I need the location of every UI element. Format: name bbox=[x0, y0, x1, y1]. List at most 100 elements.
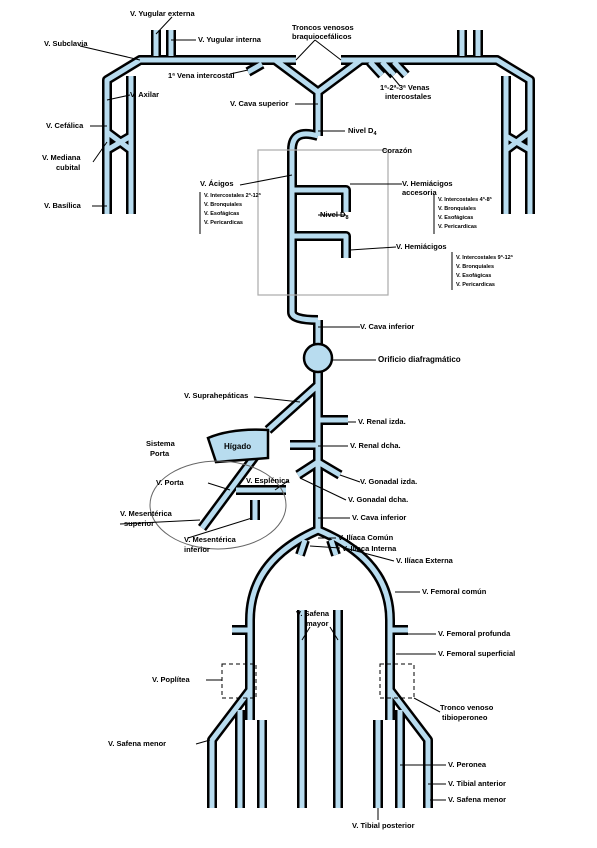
vein-hemiazygos bbox=[292, 233, 349, 258]
label-corazon: Corazón bbox=[382, 146, 412, 155]
label-renal-izda: V. Renal izda. bbox=[358, 417, 406, 426]
label-mediana-2: cubital bbox=[56, 163, 80, 172]
vein-intercostal-123a bbox=[368, 60, 384, 77]
label-hemiacigos-acc-1: V. Hemiácigos bbox=[402, 179, 453, 188]
vein-network bbox=[102, 30, 535, 808]
label-axilar: V. Axilar bbox=[130, 90, 159, 99]
label-troncos-1: Troncos venosos bbox=[292, 23, 354, 32]
label-hemiacigos: V. Hemiácigos bbox=[396, 242, 447, 251]
label-sistema-2: Porta bbox=[150, 449, 170, 458]
vein-azygos-arch-outline bbox=[287, 128, 320, 325]
label-mesenterica-inf-2: inferior bbox=[184, 545, 210, 554]
afferent-brackets bbox=[199, 192, 453, 290]
list-item: V. Bronquiales bbox=[438, 206, 476, 212]
label-porta: V. Porta bbox=[156, 478, 184, 487]
popliteal-box-left bbox=[221, 663, 257, 699]
label-safena-mayor-1: V. Safena bbox=[296, 609, 330, 618]
label-mesenterica-inf-1: V. Mesentérica bbox=[184, 535, 237, 544]
label-tronco-tibio-1: Tronco venoso bbox=[440, 703, 494, 712]
label-troncos-2: braquiocefálicos bbox=[292, 32, 352, 41]
list-item: V. Pericardicas bbox=[204, 220, 243, 226]
label-orificio: Orificio diafragmático bbox=[378, 355, 461, 364]
label-intercostales-123-1: 1ª-2ª-3ª Venas bbox=[380, 83, 430, 92]
vein-iliac-right bbox=[317, 527, 393, 720]
label-tronco-tibio-2: tibioperoneo bbox=[442, 713, 488, 722]
diaphragm-orifice bbox=[302, 342, 334, 374]
list-item: V. Esofágicas bbox=[456, 273, 491, 279]
vein-portal bbox=[199, 453, 259, 530]
list-item: V. Pericardicas bbox=[456, 282, 495, 288]
popliteal-box-right bbox=[379, 663, 415, 699]
label-nivel-d4: Nivel D4 bbox=[348, 126, 377, 137]
label-higado: Hígado bbox=[224, 442, 251, 451]
vein-iliac-right-outline bbox=[316, 525, 395, 720]
vein-subclavian-left bbox=[104, 57, 296, 214]
label-mesenterica-sup-2: superior bbox=[124, 519, 154, 528]
vein-intercostal-123b bbox=[380, 60, 396, 77]
label-hemiacigos-acc-2: accesoria bbox=[402, 188, 437, 197]
vein-median-cubital-left-2 bbox=[105, 130, 133, 152]
label-femoral-superficial: V. Femoral superficial bbox=[438, 649, 515, 658]
label-cava-superior: V. Cava superior bbox=[230, 99, 289, 108]
label-yugular-interna: V. Yugular interna bbox=[198, 35, 262, 44]
label-subclavia: V. Subclavia bbox=[44, 39, 88, 48]
vein-gonadal-right bbox=[296, 459, 320, 478]
label-peronea: V. Peronea bbox=[448, 760, 487, 769]
portal-system-outline bbox=[149, 460, 287, 550]
label-renal-dcha: V. Renal dcha. bbox=[350, 441, 401, 450]
label-femoral-profunda: V. Femoral profunda bbox=[438, 629, 511, 638]
label-tibial-posterior: V. Tibial posterior bbox=[352, 821, 415, 830]
label-nivel-d8: Nivel D8 bbox=[320, 210, 349, 221]
hemiacigos-acc-afferents: V. Intercostales 4ª-8ª V. Bronquiales V.… bbox=[438, 196, 493, 230]
label-gonadal-dcha: V. Gonadal dcha. bbox=[348, 495, 408, 504]
vein-intercostal-1 bbox=[246, 61, 264, 75]
vein-suprahepatic bbox=[266, 383, 320, 432]
heart-box bbox=[257, 149, 389, 296]
label-tibial-anterior: V. Tibial anterior bbox=[448, 779, 506, 788]
label-iliaca-interna: V. Ilíaca Interna bbox=[342, 544, 397, 553]
label-esplenica: V. Esplénica bbox=[246, 476, 290, 485]
label-safena-menor-left: V. Safena menor bbox=[108, 739, 166, 748]
list-item: V. Bronquiales bbox=[204, 202, 242, 208]
label-cava-inferior-low: V. Cava inferior bbox=[352, 513, 406, 522]
label-yugular-externa: V. Yugular externa bbox=[130, 9, 195, 18]
vein-gonadal-left bbox=[316, 459, 342, 478]
label-mediana-1: V. Mediana bbox=[42, 153, 81, 162]
vein-leg-left-1 bbox=[209, 688, 252, 808]
label-safena-mayor-2: mayor bbox=[306, 619, 329, 628]
acigos-afferents: V. Intercostales 2ª-12ª V. Bronquiales V… bbox=[204, 192, 262, 226]
label-intercostales-123-2: intercostales bbox=[385, 92, 431, 101]
vein-intercostal-123c bbox=[392, 60, 408, 77]
list-item: V. Intercostales 9ª-12ª bbox=[456, 254, 514, 261]
label-iliaca-comun: V. Ilíaca Común bbox=[338, 533, 394, 542]
label-safena-menor-right: V. Safena menor bbox=[448, 795, 506, 804]
vein-iliac-left bbox=[247, 527, 320, 720]
list-item: V. Intercostales 4ª-8ª bbox=[438, 196, 493, 203]
vein-subclavian-right bbox=[341, 57, 533, 214]
list-item: V. Esofágicas bbox=[438, 215, 473, 221]
list-item: V. Bronquiales bbox=[456, 264, 494, 270]
vein-brachiocephalic-left bbox=[273, 57, 320, 95]
label-suprahepaticas: V. Suprahepáticas bbox=[184, 391, 248, 400]
list-item: V. Esofágicas bbox=[204, 211, 239, 217]
leader-lines bbox=[79, 16, 446, 820]
labels: V. Yugular externa V. Yugular interna V.… bbox=[42, 9, 515, 830]
label-cava-inferior-top: V. Cava inferior bbox=[360, 322, 414, 331]
list-item: V. Pericardicas bbox=[438, 224, 477, 230]
label-poplitea: V. Poplítea bbox=[152, 675, 190, 684]
label-acigos: V. Ácigos bbox=[200, 179, 234, 188]
vein-hemiazygos-acc bbox=[292, 187, 349, 212]
label-mesenterica-sup-1: V. Mesentérica bbox=[120, 509, 173, 518]
vein-leg-right-1 bbox=[388, 688, 431, 808]
vein-median-cubital-right-2 bbox=[504, 130, 532, 152]
label-intercostal-1: 1ª Vena intercostal bbox=[168, 71, 235, 80]
vein-hemiazygos-acc-outline bbox=[292, 185, 351, 212]
hemiacigos-afferents: V. Intercostales 9ª-12ª V. Bronquiales V… bbox=[456, 254, 514, 288]
liver bbox=[206, 428, 270, 464]
label-basilica: V. Basílica bbox=[44, 201, 82, 210]
vein-iliac-int-left bbox=[297, 539, 308, 556]
vein-brachiocephalic-right bbox=[316, 57, 363, 95]
label-femoral-comun: V. Femoral común bbox=[422, 587, 487, 596]
vein-hemiazygos-outline bbox=[292, 231, 351, 258]
